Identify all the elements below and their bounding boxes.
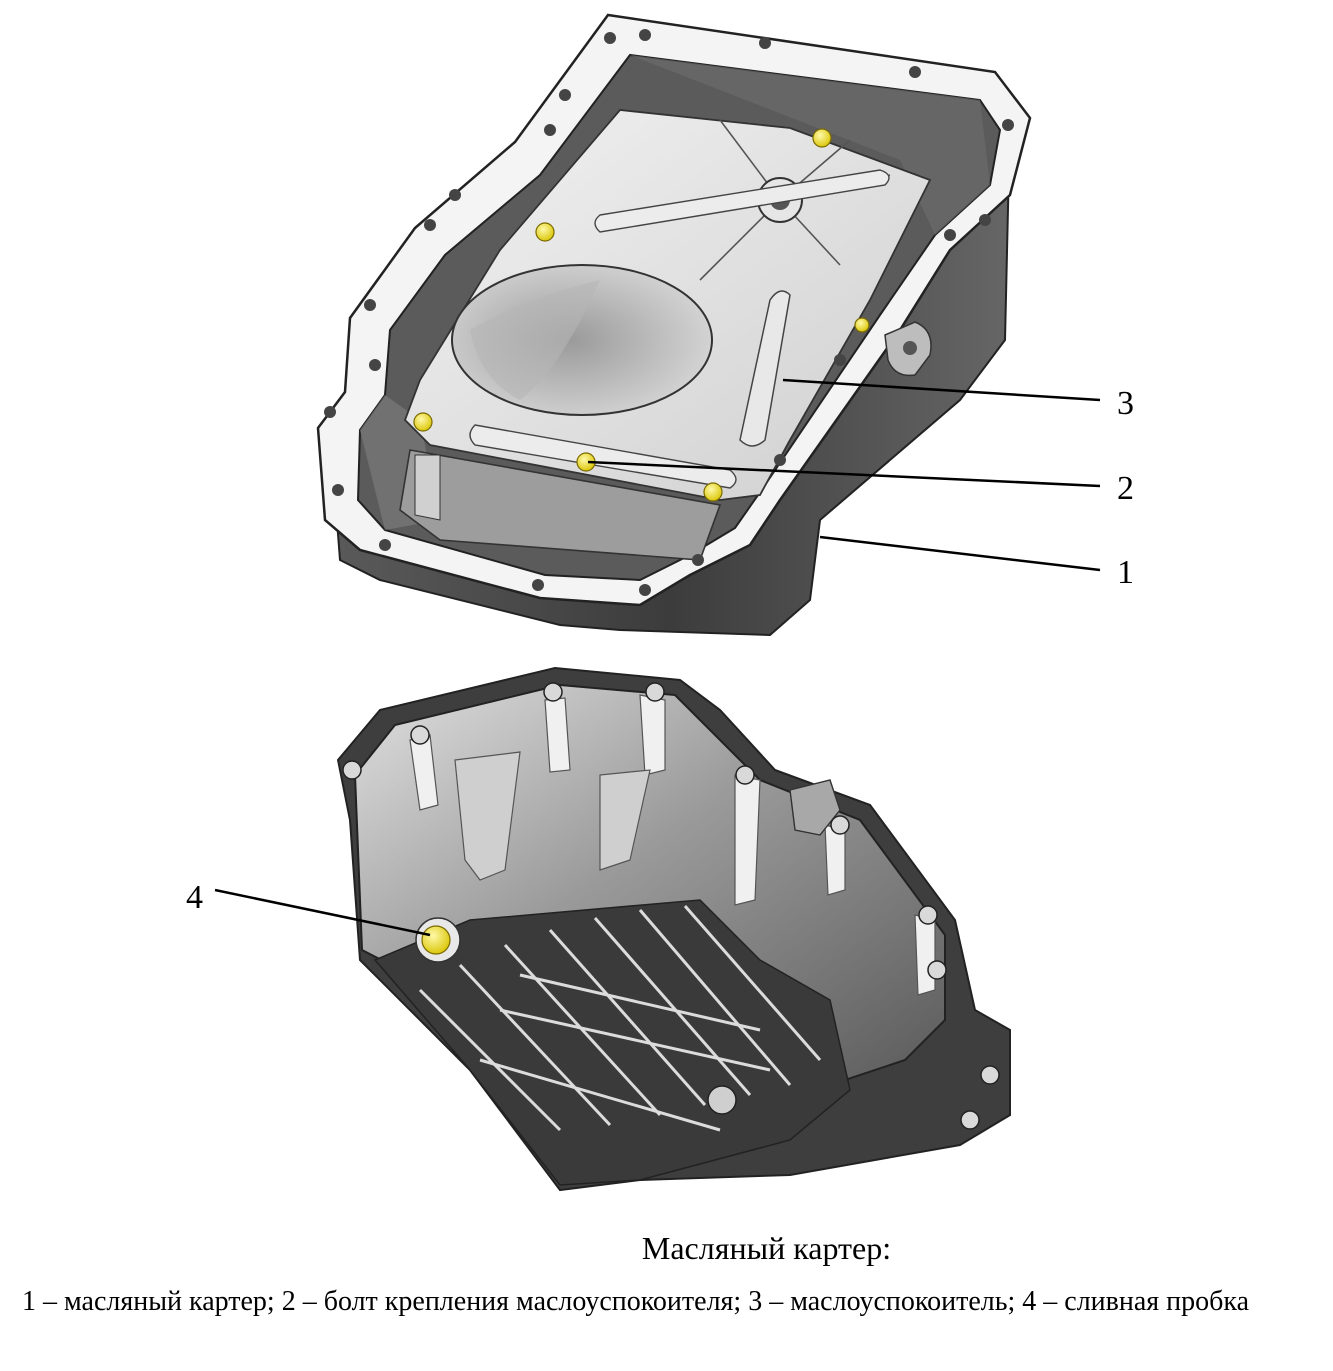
- baffle-bolt: [535, 222, 555, 242]
- baffle-bolt: [812, 128, 832, 148]
- oil-pan-top-view: [316, 13, 1032, 637]
- callout-number-3: 3: [1117, 385, 1134, 422]
- baffle-bolt: [854, 317, 870, 333]
- oil-pan-illustration: 3 2 1 4: [186, 13, 1134, 1192]
- drain-plug: [415, 917, 461, 963]
- leader-line-4: [214, 888, 431, 937]
- callout-number-4: 4: [186, 879, 203, 916]
- callout-number-2: 2: [1117, 470, 1134, 507]
- leader-line-2: [587, 460, 1101, 488]
- figure-caption-title: Масляный картер:: [641, 1230, 892, 1266]
- leader-line-3: [782, 378, 1101, 402]
- leader-line-1: [819, 535, 1101, 572]
- oil-pan-finned-floor: [373, 899, 851, 1186]
- callout-number-1: 1: [1117, 554, 1134, 591]
- oil-pan-bottom-view: [336, 666, 1011, 1192]
- figure-caption-legend: 1 – масляный картер; 2 – болт крепления …: [22, 1286, 1249, 1317]
- baffle-bolt: [703, 482, 723, 502]
- baffle-bolt: [413, 412, 433, 432]
